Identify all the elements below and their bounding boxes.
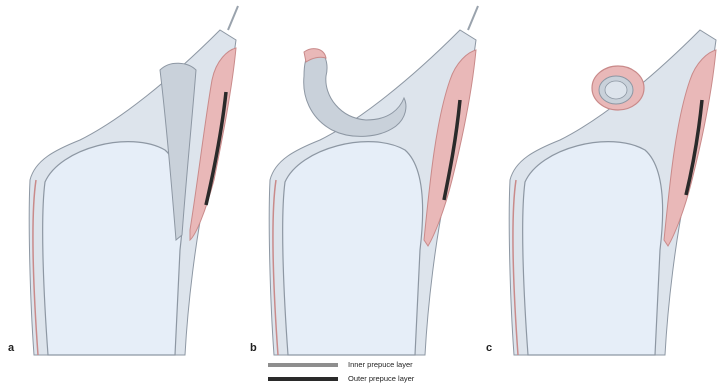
legend-label-inner: Inner prepuce layer [348, 360, 413, 369]
legend: Inner prepuce layer Outer prepuce layer [268, 360, 488, 387]
legend-swatch-inner [268, 363, 338, 367]
legend-swatch-outer [268, 377, 338, 381]
panel-label: c [486, 342, 492, 354]
panel-c-illustration [480, 0, 719, 360]
glans [523, 142, 663, 355]
glans [283, 142, 423, 355]
panel-label: a [8, 342, 14, 354]
panel-b-illustration [240, 0, 480, 360]
legend-label-outer: Outer prepuce layer [348, 374, 414, 383]
legend-item-inner: Inner prepuce layer [268, 360, 488, 371]
glans [43, 142, 183, 355]
panel-b: b [240, 0, 480, 360]
legend-item-outer: Outer prepuce layer [268, 374, 488, 385]
panel-a-illustration [0, 0, 240, 360]
instrument [228, 6, 238, 30]
instrument [468, 6, 478, 30]
prepuce-ring-hole [605, 81, 627, 99]
panel-a: a [0, 0, 240, 360]
panel-label: b [250, 342, 257, 354]
panel-c: c [480, 0, 719, 360]
